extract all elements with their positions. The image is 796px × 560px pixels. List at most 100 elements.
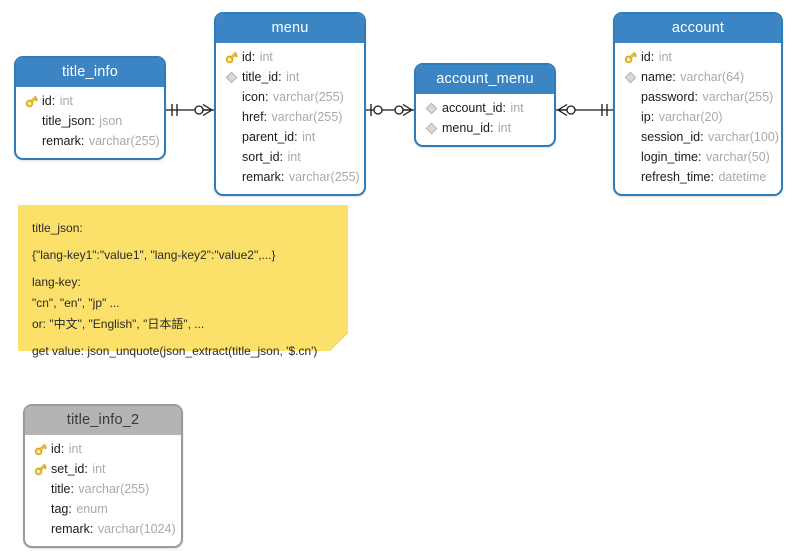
field-separator: : [650,50,658,64]
field-row[interactable]: tag: enum [25,499,181,519]
foreign-key-icon [423,100,440,117]
field-row[interactable]: login_time: varchar(50) [615,147,781,167]
field-icon-none [622,169,639,186]
field-row[interactable]: set_id: int [25,459,181,479]
field-row[interactable]: account_id: int [416,98,554,118]
field-type: varchar(255) [702,90,774,104]
field-separator: : [294,130,302,144]
primary-key-icon [32,441,49,458]
field-icon-none [622,129,639,146]
field-separator: : [68,502,76,516]
field-type: int [59,94,73,108]
field-type: int [68,442,82,456]
field-name: password [641,90,695,104]
field-name: title_id [242,70,279,84]
field-name: menu_id [442,121,490,135]
field-icon-none [32,481,49,498]
field-type: varchar(255) [78,482,150,496]
field-separator: : [80,134,88,148]
field-row[interactable]: title_id: int [216,67,364,87]
field-row[interactable]: id: int [25,439,181,459]
field-name: id [242,50,252,64]
field-row[interactable]: href: varchar(255) [216,107,364,127]
field-separator: : [710,170,718,184]
field-row[interactable]: id: int [615,47,781,67]
field-name: remark [242,170,281,184]
field-row[interactable]: icon: varchar(255) [216,87,364,107]
field-row[interactable]: remark: varchar(255) [16,131,164,151]
field-type: int [287,150,301,164]
note-line: title_json: [32,221,83,235]
field-name: parent_id [242,130,295,144]
field-row[interactable]: session_id: varchar(100) [615,127,781,147]
field-type: datetime [718,170,767,184]
field-separator: : [279,150,287,164]
note-line: {"lang-key1":"value1", "lang-key2":"valu… [32,248,276,262]
field-separator: : [700,130,708,144]
field-type: varchar(64) [680,70,745,84]
primary-key-icon [223,49,240,66]
field-separator: : [280,170,288,184]
field-icon-none [223,89,240,106]
field-type: varchar(20) [658,110,723,124]
field-row[interactable]: refresh_time: datetime [615,167,781,187]
field-type: varchar(255) [271,110,343,124]
entity-title-account_menu: account_menu [416,65,554,94]
field-separator: : [697,150,705,164]
field-name: title [51,482,71,496]
note-line: get value: json_unquote(json_extract(tit… [32,344,318,358]
field-type: int [286,70,300,84]
field-row[interactable]: remark: varchar(255) [216,167,364,187]
field-separator: : [84,462,92,476]
field-row[interactable]: title_json: json [16,111,164,131]
field-name: id [42,94,52,108]
field-name: set_id [51,462,85,476]
field-row[interactable]: menu_id: int [416,118,554,138]
field-row[interactable]: id: int [216,47,364,67]
field-separator: : [251,50,259,64]
field-name: icon [242,90,265,104]
field-row[interactable]: parent_id: int [216,127,364,147]
sticky-note[interactable]: title_json: {"lang-key1":"value1", "lang-… [18,205,348,358]
field-icon-none [223,169,240,186]
field-row[interactable]: title: varchar(255) [25,479,181,499]
field-icon-none [32,501,49,518]
field-type: varchar(255) [88,134,160,148]
field-icon-none [23,113,40,130]
note-fold-icon [330,333,348,351]
field-row[interactable]: remark: varchar(1024) [25,519,181,539]
field-separator: : [89,522,97,536]
field-row[interactable]: ip: varchar(20) [615,107,781,127]
field-name: account_id [442,101,503,115]
field-separator: : [91,114,99,128]
field-type: int [259,50,273,64]
field-icon-none [622,149,639,166]
note-line: or: "中文", "English", "日本語", ... [32,317,205,331]
field-name: remark [51,522,90,536]
entity-title-title_info: title_info [16,58,164,87]
field-name: title_json [42,114,92,128]
field-name: refresh_time [641,170,711,184]
field-name: id [641,50,651,64]
field-icon-none [223,149,240,166]
entity-title-title_info_2: title_info_2 [25,406,181,435]
field-row[interactable]: id: int [16,91,164,111]
field-row[interactable]: password: varchar(255) [615,87,781,107]
field-row[interactable]: name: varchar(64) [615,67,781,87]
field-type: json [99,114,123,128]
field-row[interactable]: sort_id: int [216,147,364,167]
field-name: name [641,70,673,84]
field-name: sort_id [242,150,280,164]
field-separator: : [502,101,510,115]
field-type: varchar(255) [272,90,344,104]
